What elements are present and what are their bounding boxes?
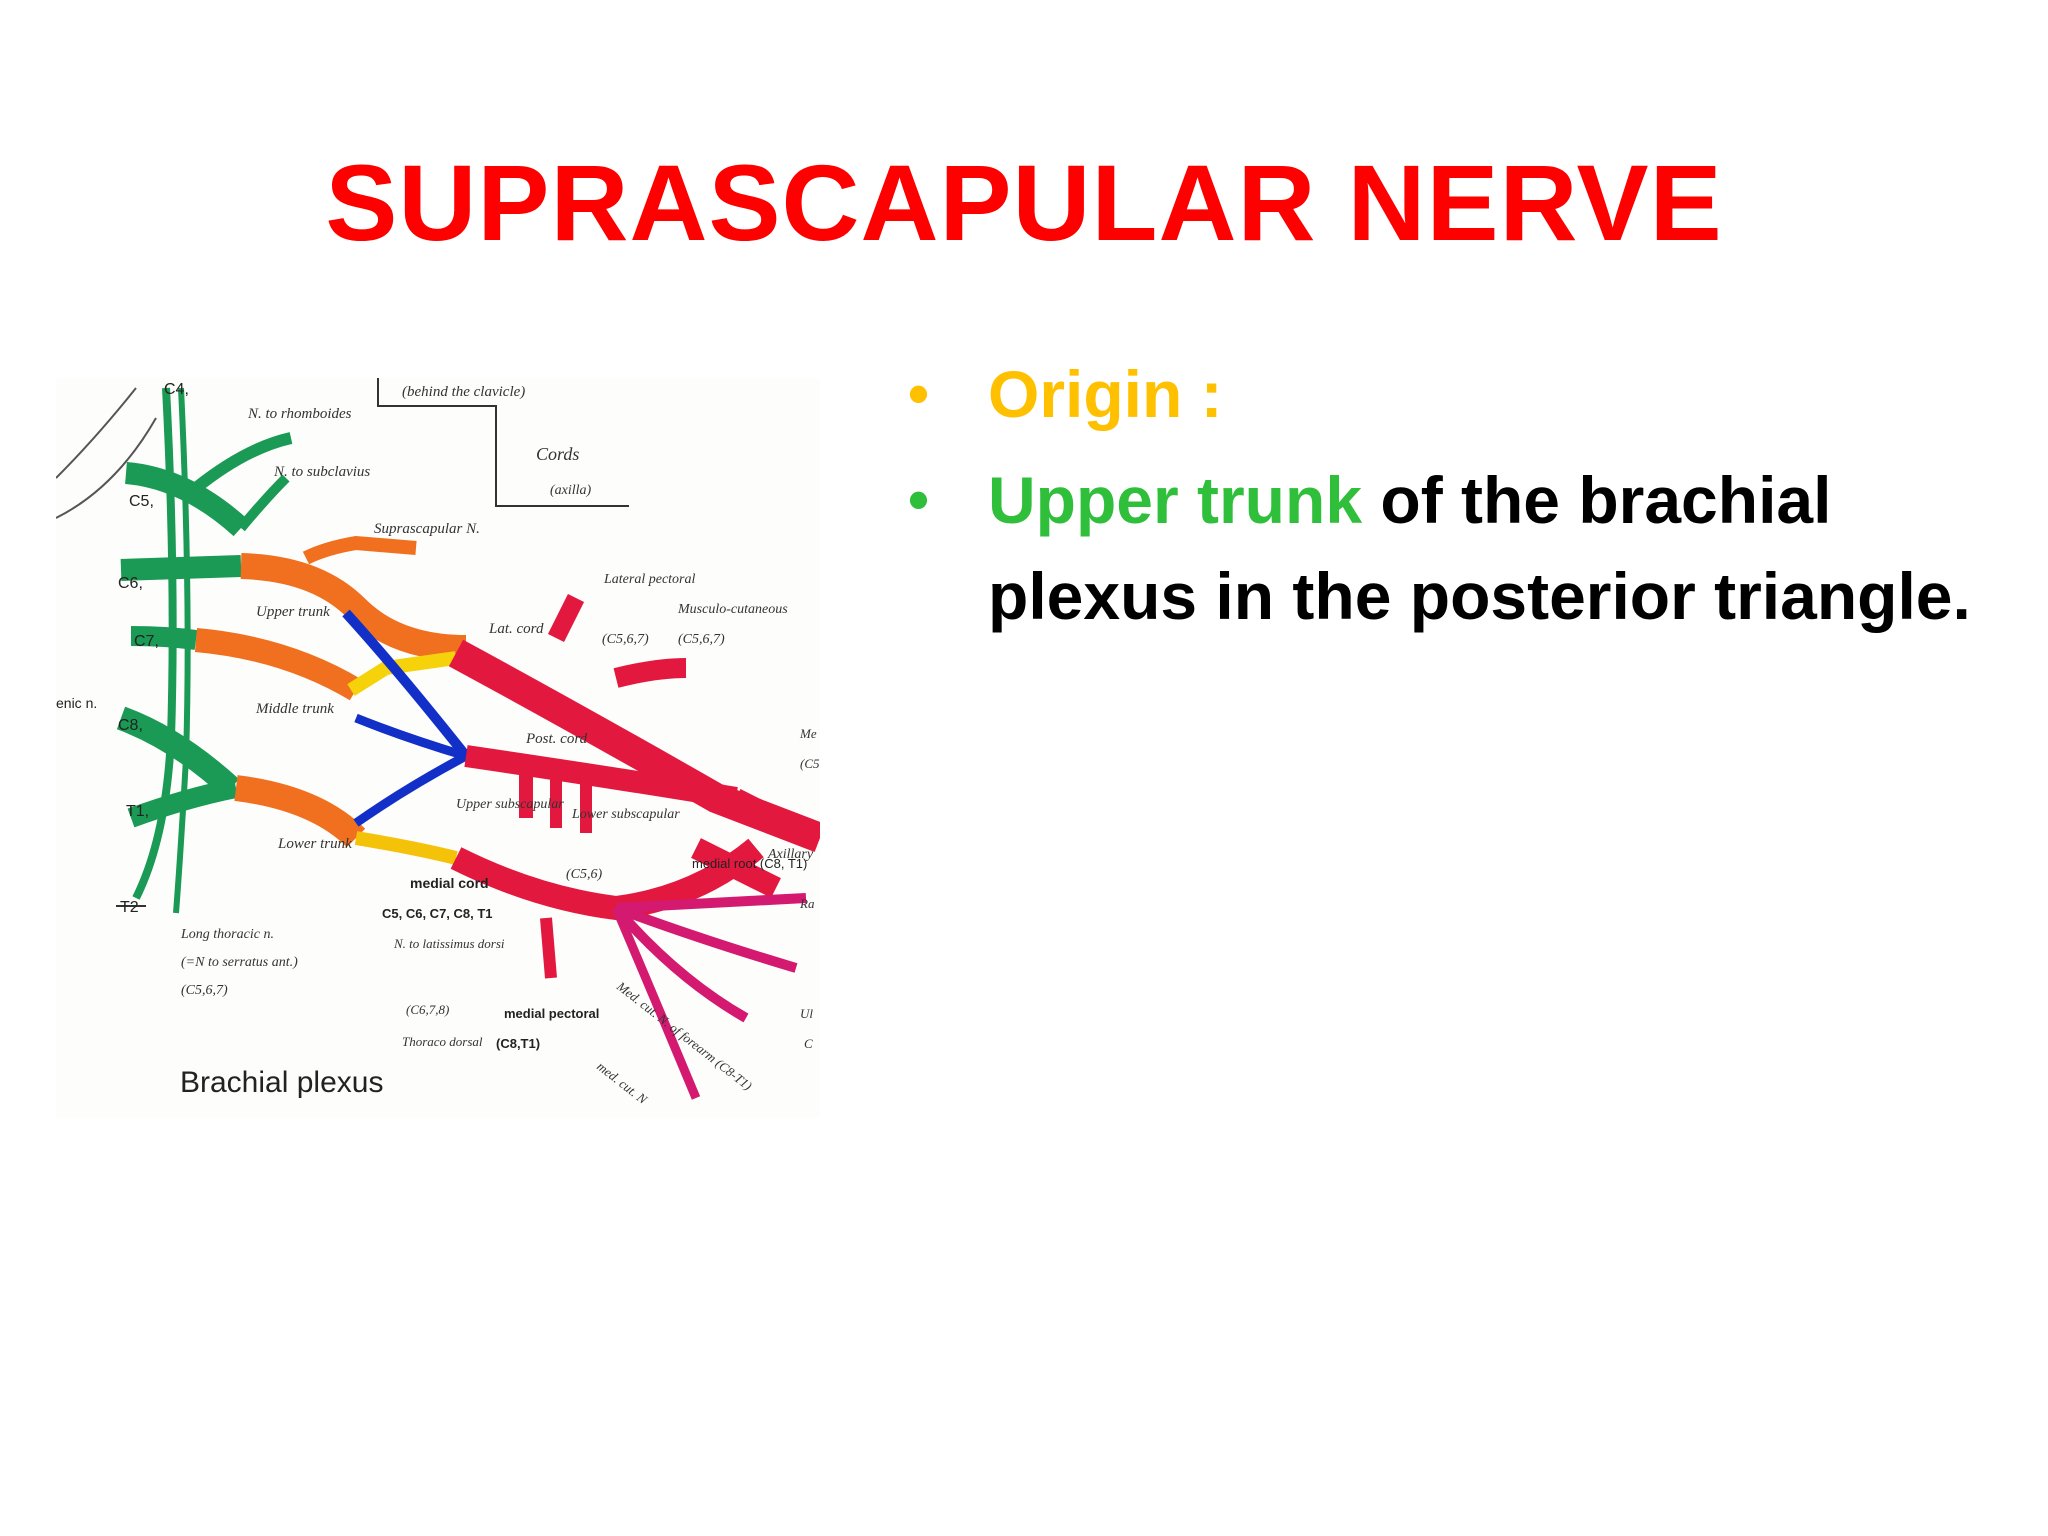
label-post-cord: Post. cord <box>525 731 588 747</box>
bullet-dot-icon: • <box>908 360 930 427</box>
label-medial-pectoral-roots: (C8,T1) <box>496 1036 540 1051</box>
label-thoraco: Thoraco dorsal <box>402 1034 483 1049</box>
posterior-division-middle <box>354 713 468 761</box>
posterior-division-lower <box>353 752 469 827</box>
label-phrenic: enic n. <box>56 695 97 711</box>
label-edge-c: C <box>804 1036 813 1051</box>
medial-cord <box>450 838 764 921</box>
label-subclavius: N. to subclavius <box>273 464 370 480</box>
medial-cutaneous-arm <box>611 906 701 1100</box>
upper-trunk-text: Upper trunk <box>988 463 1363 537</box>
label-edge-ul: Ul <box>800 1006 813 1021</box>
label-long-thoracic-2: (=N to serratus ant.) <box>181 955 298 970</box>
bullet-origin: • Origin : <box>900 346 2000 442</box>
figure-caption: Brachial plexus <box>180 1066 383 1099</box>
ulnar-nerve <box>614 903 798 973</box>
middle-trunk <box>194 628 363 701</box>
origin-description: of the brachial plexus in the posterior … <box>988 463 1971 633</box>
root-c6 <box>120 555 242 581</box>
brachial-plexus-diagram: C4, C5, C6, C7, C8, T1, T2 N. to rhomboi… <box>56 378 820 1108</box>
label-c8: C8, <box>118 717 143 734</box>
root-c5 <box>124 462 249 537</box>
label-edge-me: Me <box>799 726 817 741</box>
label-musculo-roots: (C5,6,7) <box>678 632 725 647</box>
axillary-nerve <box>731 789 820 847</box>
musculocutaneous-nerve <box>613 658 687 688</box>
label-axilla: (axilla) <box>550 483 592 498</box>
label-edge-cs: (C5 <box>800 756 820 771</box>
label-t1: T1, <box>126 803 149 820</box>
brachial-plexus-figure: C4, C5, C6, C7, C8, T1, T2 N. to rhomboi… <box>56 378 820 1118</box>
label-lat-cord: Lat. cord <box>488 621 544 637</box>
anterior-division-lower <box>354 831 458 865</box>
label-middle-trunk: Middle trunk <box>255 701 334 717</box>
label-axillary: Axillary <box>767 847 814 862</box>
bullet-upper-trunk: • Upper trunk of the brachial plexus in … <box>900 452 2000 644</box>
label-upper-trunk: Upper trunk <box>256 604 330 620</box>
label-rhomboides: N. to rhomboides <box>247 406 352 422</box>
label-lower-subscapular-roots: (C5,6) <box>566 867 603 882</box>
label-musculo: Musculo-cutaneous <box>677 602 788 617</box>
bullet-list: • Origin : • Upper trunk of the brachial… <box>900 346 2000 654</box>
label-medial-pectoral: medial pectoral <box>504 1006 599 1021</box>
label-lateral-pectoral: Lateral pectoral <box>603 572 695 587</box>
bullet-dot-icon: • <box>908 466 930 533</box>
label-medial-cord: medial cord <box>410 875 489 891</box>
root-c8 <box>116 706 240 797</box>
lateral-pectoral-nerve <box>547 593 585 643</box>
lower-trunk <box>234 775 366 848</box>
root-t1 <box>127 778 238 828</box>
label-medial-cord-roots: C5, C6, C7, C8, T1 <box>382 906 493 921</box>
label-medial-root: medial root (C8, T1) <box>692 856 807 871</box>
label-behind-clavicle: (behind the clavicle) <box>402 384 525 400</box>
label-med-cut-n: med. cut. N <box>594 1059 651 1108</box>
label-suprascapular: Suprascapular N. <box>374 521 480 537</box>
medial-root-median <box>691 838 781 898</box>
label-c7: C7, <box>134 633 159 650</box>
root-c7 <box>130 626 198 650</box>
label-long-thoracic: Long thoracic n. <box>180 927 274 942</box>
suprascapular-nerve <box>302 535 417 565</box>
label-latissimus-roots: (C6,7,8) <box>406 1002 449 1017</box>
upper-trunk <box>240 553 467 661</box>
origin-label: Origin : <box>988 357 1223 431</box>
label-c4: C4, <box>164 381 189 398</box>
label-latissimus: N. to latissimus dorsi <box>393 936 505 951</box>
label-edge-ra: Ra <box>799 896 815 911</box>
label-lower-subscapular: Lower subscapular <box>571 807 680 822</box>
anterior-division-middle <box>347 651 457 696</box>
medial-cutaneous-forearm <box>612 904 749 1023</box>
medial-pectoral-nerve <box>540 917 557 979</box>
slide-title: SUPRASCAPULAR NERVE <box>325 142 1723 263</box>
label-cords: Cords <box>536 444 579 464</box>
cords-bracket <box>377 378 629 507</box>
nerve-to-rhomboides <box>192 432 293 493</box>
label-t2: T2 <box>120 899 139 916</box>
label-long-thoracic-roots: (C5,6,7) <box>181 983 228 998</box>
label-c6: C6, <box>118 575 143 592</box>
nerve-to-subclavius <box>237 474 290 532</box>
posterior-cord <box>464 745 738 809</box>
label-lower-trunk: Lower trunk <box>277 836 352 852</box>
label-upper-subscapular: Upper subscapular <box>456 797 564 812</box>
label-c5: C5, <box>129 493 154 510</box>
label-lateral-pectoral-roots: (C5,6,7) <box>602 632 649 647</box>
posterior-division-upper <box>342 609 470 760</box>
